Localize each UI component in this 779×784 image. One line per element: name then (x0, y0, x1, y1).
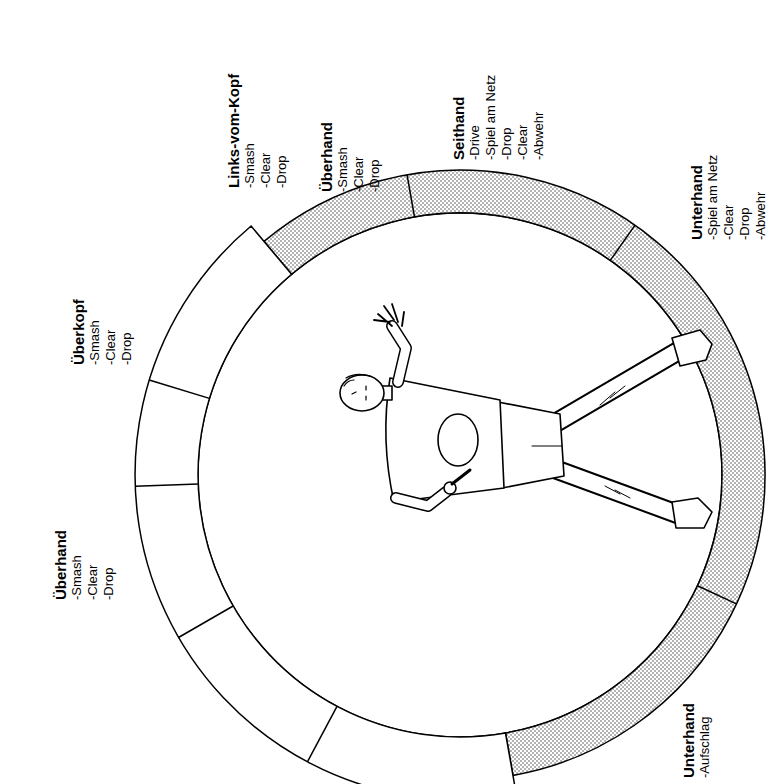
inner-circle (198, 213, 722, 737)
stroke-zone-label: Seithand-Drive-Spiel am Netz-Drop-Clear-… (450, 75, 547, 160)
stroke-item: -Clear (351, 122, 367, 192)
stroke-zone-label: Überkopf-Smash-Clear-Drop (70, 299, 135, 365)
divider (610, 225, 635, 260)
arm (396, 492, 446, 506)
stroke-item: -Drop (101, 530, 117, 600)
divider (307, 706, 337, 762)
stroke-zone-label: Überhand-Smash-Clear-Drop (52, 530, 117, 600)
divider (179, 606, 234, 638)
zone-dividers (135, 175, 736, 762)
player-figure (340, 304, 712, 528)
arm (392, 326, 406, 382)
knee-line (600, 386, 625, 405)
stroke-item: -Aufschlag (697, 703, 713, 778)
knee-line (605, 486, 630, 498)
stroke-item: -Clear (721, 155, 737, 240)
stroke-item: -Drop (737, 155, 753, 240)
stroke-item: -Spiel am Netz (705, 155, 721, 240)
stroke-heading: Überhand (318, 122, 335, 192)
racket-grip (452, 470, 470, 484)
stroke-heading: Seithand (450, 75, 467, 160)
divider (407, 175, 415, 217)
stroke-zone-label: Unterhand-Aufschlag (680, 703, 713, 778)
shoe (672, 330, 712, 366)
stroke-heading: Überkopf (70, 299, 87, 365)
stroke-item: -Abwehr (531, 75, 547, 160)
stroke-item: -Smash (69, 530, 85, 600)
divider (149, 380, 209, 398)
leg (552, 350, 680, 425)
stroke-heading: Unterhand (688, 155, 705, 240)
arm (396, 492, 446, 506)
dotted-ring (264, 170, 765, 775)
leg (552, 468, 680, 515)
hand (374, 304, 404, 326)
stroke-item: -Drop (274, 74, 290, 188)
stroke-item: -Drive (467, 75, 483, 160)
stroke-zone-label: Überhand-Smash-Clear-Drop (318, 122, 383, 192)
shorts-seam (532, 446, 562, 447)
leg (552, 468, 680, 515)
head (340, 375, 384, 411)
stroke-item: -Abwehr (753, 155, 769, 240)
stroke-heading: Links-vom-Kopf (225, 74, 242, 188)
divider (135, 484, 198, 486)
stroke-zone-label: Unterhand-Spiel am Netz-Clear-Drop-Abweh… (688, 155, 769, 240)
stroke-item: -Clear (85, 530, 101, 600)
stroke-item: -Clear (103, 299, 119, 365)
hair (344, 374, 370, 386)
divider (698, 586, 737, 604)
stroke-heading: Unterhand (680, 703, 697, 778)
shorts (498, 402, 564, 488)
shirt (386, 378, 504, 502)
stroke-item: -Clear (258, 74, 274, 188)
stroke-item: -Smash (242, 74, 258, 188)
stroke-item: -Drop (119, 299, 135, 365)
stroke-heading: Überhand (52, 530, 69, 600)
stroke-zone-label: Links-vom-Kopf-Smash-Clear-Drop (225, 74, 290, 188)
stroke-item: -Drop (367, 122, 383, 192)
shoe (672, 498, 712, 528)
stroke-item: -Smash (87, 299, 103, 365)
leg (552, 350, 680, 425)
stroke-item: -Smash (335, 122, 351, 192)
face (352, 386, 366, 400)
stroke-item: -Spiel am Netz (483, 75, 499, 160)
chest-oval (438, 414, 478, 466)
stroke-item: -Clear (515, 75, 531, 160)
outer-band (135, 226, 516, 784)
arm (392, 326, 406, 382)
stroke-item: -Drop (499, 75, 515, 160)
